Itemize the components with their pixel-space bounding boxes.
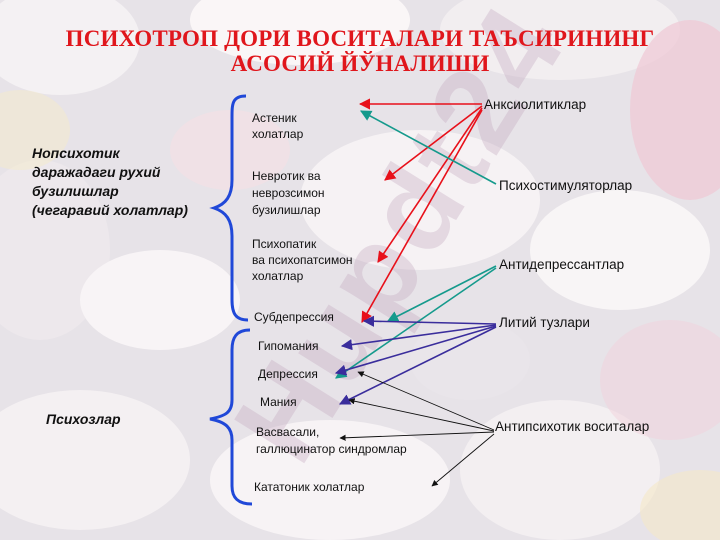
drug-antipsychotics: Антипсихотик воситалар <box>495 419 650 434</box>
condition-neurotic-line-2: неврозсимон <box>252 186 325 200</box>
group-neurotic-disorders: Нопсихотик даражадаги рухий бузилишлар (… <box>32 144 188 220</box>
title-line-2: АСОСИЙ ЙЎНАЛИШИ <box>230 51 490 76</box>
condition-depression: Депрессия <box>258 367 318 381</box>
group-neurotic-line-2: даражадаги рухий <box>32 164 161 180</box>
group-neurotic-line-3: бузилишлар <box>32 183 119 199</box>
condition-subdepression: Субдепрессия <box>254 310 334 324</box>
condition-neurotic: Невротик ва неврозсимон бузилишлар <box>252 168 325 219</box>
group-psychoses: Психозлар <box>46 411 121 427</box>
condition-asthenic-line-2: холатлар <box>252 127 304 141</box>
condition-mania: Мания <box>260 395 297 409</box>
condition-catatonic: Кататоник холатлар <box>254 480 365 494</box>
group-neurotic-line-1: Нопсихотик <box>32 145 120 161</box>
condition-psychopathic: Психопатик ва психопатсимон холатлар <box>252 236 353 284</box>
condition-hypomania: Гипомания <box>258 339 319 353</box>
title-line-1: ПСИХОТРОП ДОРИ ВОСИТАЛАРИ ТАЪСИРИНИНГ <box>65 26 655 51</box>
drug-lithium: Литий тузлари <box>499 315 590 330</box>
condition-delusions-line-2: галлюцинатор синдромлар <box>256 442 407 456</box>
drug-psychostimulants: Психостимуляторлар <box>499 178 633 193</box>
group-neurotic-line-4: (чегаравий холатлар) <box>32 202 188 218</box>
drug-antidepressants: Антидепрессантлар <box>499 257 625 272</box>
condition-asthenic: Астеник холатлар <box>252 110 303 142</box>
condition-neurotic-line-1: Невротик ва <box>252 169 321 183</box>
condition-delusions: Васвасали, галлюцинатор синдромлар <box>256 424 407 458</box>
page-title: ПСИХОТРОП ДОРИ ВОСИТАЛАРИ ТАЪСИРИНИНГ АС… <box>0 26 720 76</box>
condition-psychopathic-line-3: холатлар <box>252 269 304 283</box>
drug-anxiolytics: Анксиолитиклар <box>484 97 587 112</box>
condition-psychopathic-line-1: Психопатик <box>252 237 317 251</box>
condition-neurotic-line-3: бузилишлар <box>252 203 321 217</box>
condition-asthenic-line-1: Астеник <box>252 111 297 125</box>
condition-delusions-line-1: Васвасали, <box>256 425 320 439</box>
condition-psychopathic-line-2: ва психопатсимон <box>252 253 353 267</box>
